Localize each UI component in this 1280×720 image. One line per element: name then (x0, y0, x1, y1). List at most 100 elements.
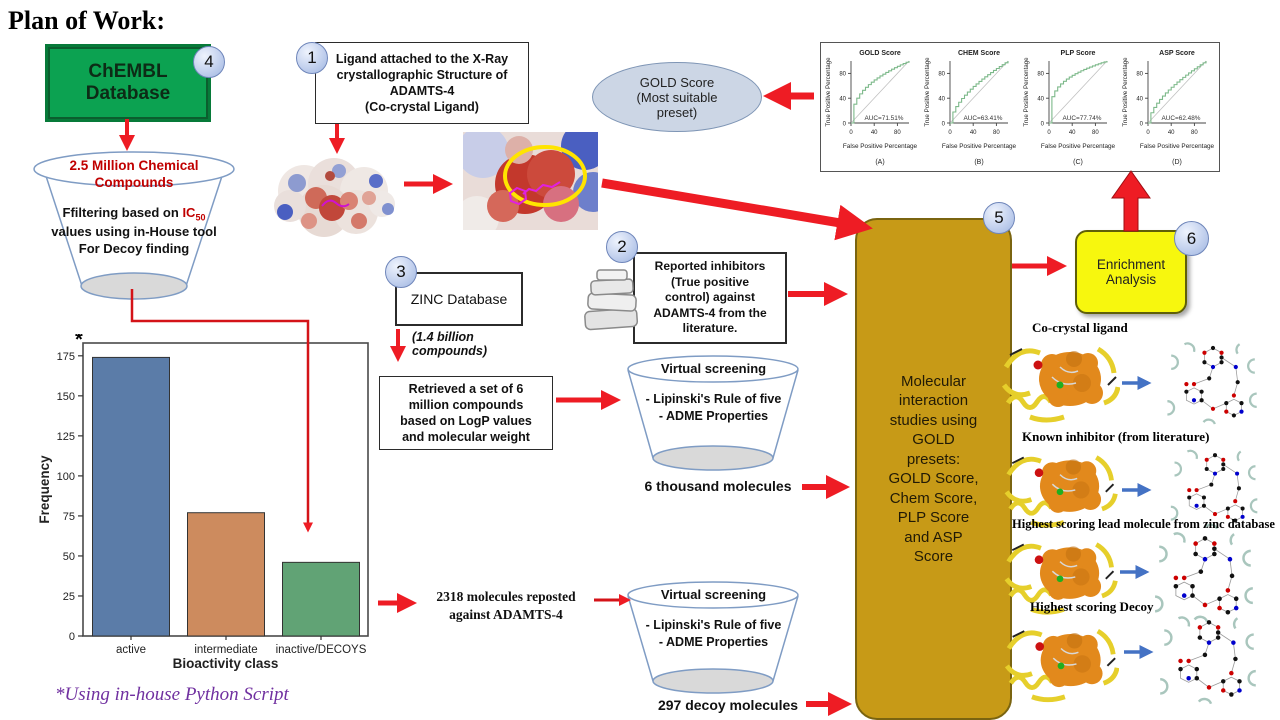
step-badge-3: 3 (385, 256, 417, 288)
svg-text:True Positive Percentage: True Positive Percentage (924, 57, 931, 127)
virtual-screening-title: Virtual screening (660, 587, 767, 602)
svg-text:40: 40 (970, 130, 977, 136)
interaction-diagram (1158, 616, 1257, 705)
svg-text:80: 80 (1191, 130, 1198, 136)
zinc-size-note: (1.4 billion compounds) (412, 330, 487, 358)
svg-text:active: active (116, 644, 146, 656)
bar-inactive/DECOYS (282, 561, 360, 637)
svg-text:25: 25 (63, 591, 75, 603)
svg-text:GOLD Score: GOLD Score (859, 50, 901, 57)
step-badge-6: 6 (1174, 221, 1209, 256)
compound-count-label: 2.5 Million Chemical Compounds (69, 158, 199, 190)
svg-text:40: 40 (938, 97, 945, 103)
page-title: Plan of Work: (8, 6, 165, 35)
filter-text-rest: values using in-House tool For Decoy fin… (51, 224, 217, 257)
svg-text:False Positive Percentage: False Positive Percentage (1041, 143, 1116, 150)
funnel-shape (627, 581, 799, 694)
filter-text-prefix: Ffiltering based on (62, 205, 183, 220)
svg-text:40: 40 (839, 97, 846, 103)
xray-ligand-node: Ligand attached to the X-Ray crystallogr… (315, 42, 529, 124)
svg-text:(A): (A) (875, 159, 884, 166)
bar-intermediate (187, 512, 265, 637)
svg-text:80: 80 (839, 72, 846, 78)
step-badge-1: 1 (296, 42, 328, 74)
reposted-molecules-label: 2318 molecules reposted against ADAMTS-4 (436, 589, 576, 622)
svg-text:False Positive Percentage: False Positive Percentage (942, 143, 1017, 150)
reported-inhibitors-node: Reported inhibitors (True positive contr… (633, 252, 787, 344)
svg-text:40: 40 (1136, 97, 1143, 103)
bar-active (92, 356, 170, 637)
funnel-shape (627, 355, 799, 471)
svg-text:0: 0 (948, 130, 952, 136)
svg-text:80: 80 (1136, 72, 1143, 78)
svg-text:0: 0 (843, 121, 847, 127)
binding-site-zoom-image (463, 132, 598, 230)
enrichment-analysis-node: Enrichment Analysis (1075, 230, 1187, 314)
svg-text:*: * (75, 334, 83, 351)
python-script-footnote: *Using in-house Python Script (55, 684, 289, 705)
chembl-database-node: ChEMBL Database (45, 44, 211, 122)
svg-text:40: 40 (1069, 130, 1076, 136)
svg-text:ASP Score: ASP Score (1159, 50, 1195, 57)
svg-text:150: 150 (57, 391, 75, 403)
svg-text:Bioactivity class: Bioactivity class (173, 656, 279, 671)
svg-text:AUC=71.51%: AUC=71.51% (865, 115, 904, 122)
interaction-diagram (1166, 342, 1258, 426)
svg-text:80: 80 (938, 72, 945, 78)
svg-text:(B): (B) (974, 159, 983, 166)
step-badge-2: 2 (606, 231, 638, 263)
svg-text:40: 40 (1168, 130, 1175, 136)
decoy-molecules-label: 297 decoy molecules (657, 697, 799, 713)
ic50-label: IC50 (182, 205, 206, 223)
svg-text:0: 0 (1047, 130, 1051, 136)
row-label-decoy: Highest scoring Decoy (1030, 599, 1154, 614)
svg-text:0: 0 (849, 130, 853, 136)
svg-text:False Positive Percentage: False Positive Percentage (843, 143, 918, 150)
virtual-screening-funnel-bottom: Virtual screening - Lipinski's Rule of f… (626, 581, 801, 695)
svg-text:80: 80 (993, 130, 1000, 136)
zinc-database-node: ZINC Database (395, 272, 523, 326)
filter-description: Ffiltering based on IC50 values using in… (28, 205, 240, 258)
svg-text:intermediate: intermediate (194, 644, 257, 656)
svg-text:0: 0 (1140, 121, 1144, 127)
svg-text:(D): (D) (1172, 159, 1182, 166)
svg-text:80: 80 (1092, 130, 1099, 136)
svg-text:75: 75 (63, 511, 75, 523)
svg-text:False Positive Percentage: False Positive Percentage (1140, 143, 1215, 150)
chembl-filter-funnel: 2.5 Million Chemical Compounds Ffilterin… (28, 150, 240, 302)
svg-text:PLP Score: PLP Score (1061, 50, 1096, 57)
svg-text:AUC=77.74%: AUC=77.74% (1063, 115, 1102, 122)
svg-text:(C): (C) (1073, 159, 1083, 166)
gold-docking-node: Molecular interaction studies using GOLD… (855, 218, 1012, 720)
step-badge-5: 5 (983, 202, 1015, 234)
virtual-screening-funnel-top: Virtual screening - Lipinski's Rule of f… (626, 355, 801, 473)
books-icon (584, 269, 639, 331)
gold-score-preset-node: GOLD Score (Most suitable preset) (592, 62, 762, 132)
arrow-enrichment-to-roc (1111, 170, 1151, 232)
svg-text:80: 80 (1037, 72, 1044, 78)
protein-cartoon-image (1000, 336, 1120, 426)
row-label-known-inhibitor: Known inhibitor (from literature) (1022, 429, 1210, 444)
svg-text:True Positive Percentage: True Positive Percentage (1023, 57, 1030, 127)
svg-text:50: 50 (63, 551, 75, 563)
svg-text:True Positive Percentage: True Positive Percentage (825, 57, 832, 127)
svg-text:CHEM Score: CHEM Score (958, 50, 1000, 57)
svg-text:0: 0 (1041, 121, 1045, 127)
svg-text:0: 0 (942, 121, 946, 127)
svg-text:AUC=63.41%: AUC=63.41% (964, 115, 1003, 122)
arrow-zoom-to-gold (601, 178, 873, 241)
svg-text:40: 40 (871, 130, 878, 136)
svg-text:True Positive Percentage: True Positive Percentage (1122, 57, 1129, 127)
svg-text:0: 0 (69, 631, 75, 643)
svg-text:AUC=62.48%: AUC=62.48% (1162, 115, 1201, 122)
svg-text:100: 100 (57, 471, 75, 483)
svg-text:175: 175 (57, 351, 75, 363)
six-thousand-molecules-label: 6 thousand molecules (644, 478, 792, 494)
